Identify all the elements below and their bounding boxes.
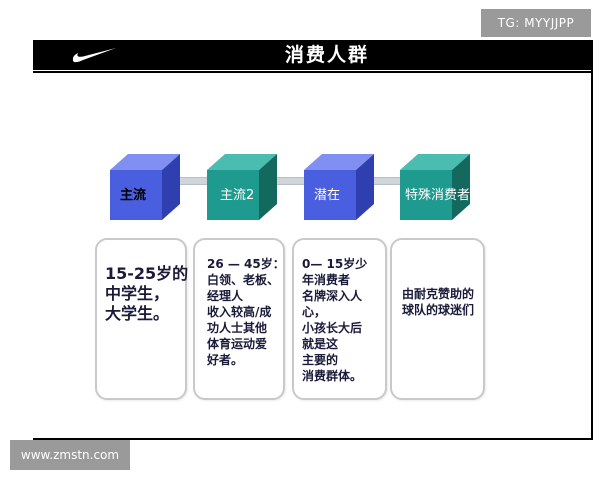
card-line: 好者。: [207, 353, 244, 367]
card-line: 年消费者: [302, 273, 351, 287]
cube-potential: [304, 154, 374, 220]
card-line: 白领、老板、: [207, 273, 280, 287]
segment-label: 特殊消费者: [405, 188, 471, 203]
card-line: 收入较高/成: [207, 305, 272, 319]
card-line: 小孩长大后: [302, 321, 363, 335]
connector-1-2: [176, 177, 224, 185]
card-line: 心，: [302, 305, 327, 319]
slide-header: 消费人群: [33, 40, 591, 70]
cube-mainstream: [110, 154, 180, 220]
segment-card-mainstream-2: 26 — 45岁： 白领、老板、 经理人 收入较高/成 功人士其他 体育运动爱 …: [193, 238, 285, 400]
segment-card-mainstream: 15-25岁的 中学生， 大学生。: [95, 238, 188, 400]
card-line: 就是这: [302, 337, 339, 351]
watermark-bottom: www.zmstn.com: [10, 440, 130, 470]
card-line: 名牌深入人: [302, 289, 363, 303]
segment-card-special-consumers: 由耐克赞助的 球队的球迷们: [390, 238, 485, 400]
card-line: 主要的: [302, 353, 339, 367]
segment-label: 潜在: [314, 188, 341, 203]
card-line: 消费群体。: [302, 369, 363, 383]
card-line: 15-25岁的: [105, 264, 189, 283]
nike-swoosh-icon: [72, 48, 116, 63]
card-line: 经理人: [207, 289, 244, 303]
connector-2-3: [273, 177, 321, 185]
card-text: 26 — 45岁： 白领、老板、 经理人 收入较高/成 功人士其他 体育运动爱 …: [207, 256, 285, 368]
header-divider: [33, 71, 591, 73]
slide-title: 消费人群: [284, 44, 369, 66]
card-line: 26 — 45岁：: [207, 257, 285, 271]
card-text: 由耐克赞助的 球队的球迷们: [402, 286, 474, 318]
card-line: 功人士其他: [207, 321, 268, 335]
watermark-top: TG: MYYJJPP: [481, 9, 591, 37]
segment-label: 主流2: [220, 188, 255, 203]
card-text: 15-25岁的 中学生， 大学生。: [105, 264, 188, 324]
card-line: 体育运动爱: [207, 337, 268, 351]
card-line: 大学生。: [105, 304, 170, 323]
segment-card-potential: 0— 15岁少 年消费者 名牌深入人 心， 小孩长大后 就是这 主要的 消费群体…: [292, 238, 387, 400]
card-line: 由耐克赞助的: [402, 287, 475, 301]
card-line: 0— 15岁少: [302, 257, 368, 271]
card-text: 0— 15岁少 年消费者 名牌深入人 心， 小孩长大后 就是这 主要的 消费群体…: [302, 256, 367, 384]
card-line: 中学生，: [105, 284, 170, 303]
card-line: 球队的球迷们: [402, 303, 475, 317]
connector-3-4: [370, 177, 418, 185]
cube-special-consumers: [400, 154, 470, 220]
cube-mainstream-2: [207, 154, 277, 220]
segment-label: 主流: [120, 188, 147, 203]
